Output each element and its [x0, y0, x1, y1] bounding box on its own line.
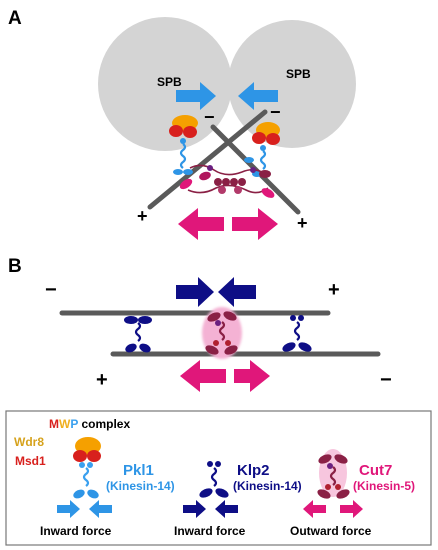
- microtubule-left: [147, 109, 268, 210]
- panel-b-label: B: [8, 256, 22, 277]
- cut7-motor-b: [202, 307, 242, 359]
- pkl1-inward-arrow-right: [238, 82, 278, 110]
- wdr8-label: Wdr8: [14, 435, 44, 449]
- spb-left-circle: [98, 17, 232, 151]
- klp2-force-label: Inward force: [174, 524, 246, 538]
- klp2-inward-arrow-left: [176, 277, 214, 307]
- mt-minus-right: −: [270, 102, 281, 122]
- legend-pkl1-icon: [73, 437, 101, 499]
- msd1-label: Msd1: [15, 454, 46, 468]
- cut7-force-label: Outward force: [290, 524, 372, 538]
- mt-b-plus-top-right: +: [328, 279, 340, 301]
- mt-plus-right: +: [297, 213, 308, 233]
- cut7-outward-arrow-a-right: [232, 208, 278, 240]
- mwp-complex-title: MWP complex: [49, 417, 130, 431]
- mt-minus-left: −: [204, 107, 215, 127]
- cut7-name: Cut7: [359, 462, 392, 479]
- legend-klp2-icon: [199, 461, 229, 498]
- mt-b-minus-top-left: −: [45, 279, 57, 301]
- klp2-family: (Kinesin-14): [233, 479, 302, 493]
- pkl1-name: Pkl1: [123, 462, 154, 479]
- legend-klp2-arrow-right: [183, 500, 206, 518]
- mwp-pkl1-left: [169, 115, 198, 175]
- pkl1-force-label: Inward force: [40, 524, 112, 538]
- klp2-motor-right: [282, 315, 312, 352]
- cut7-outward-arrow-a-left: [178, 208, 224, 240]
- pkl1-family: (Kinesin-14): [106, 479, 175, 493]
- cut7-family: (Kinesin-5): [353, 479, 415, 493]
- legend-pkl1-arrow-right: [57, 500, 80, 518]
- cut7-outward-arrow-b-left: [180, 360, 226, 392]
- mwp-pkl1-right: [244, 122, 280, 177]
- mt-plus-left: +: [137, 206, 148, 226]
- cut7-crosslinker-a: [179, 164, 275, 198]
- mt-b-plus-bottom-left: +: [96, 369, 108, 391]
- legend-box: MWP complex Wdr8 Msd1 Pkl1 (Kinesin-14) …: [5, 410, 432, 546]
- legend-cut7-arrow-right: [340, 500, 363, 518]
- klp2-name: Klp2: [237, 462, 270, 479]
- legend-cut7-icon: [317, 449, 350, 499]
- legend-pkl1-arrow-left: [89, 500, 112, 518]
- panel-a: A SPB SPB − − + +: [8, 8, 356, 240]
- klp2-motor-left: [124, 316, 152, 353]
- pkl1-inward-arrow-left: [176, 82, 216, 110]
- panel-a-label: A: [8, 8, 22, 29]
- cut7-outward-arrow-b-right: [234, 360, 270, 392]
- mt-b-minus-bottom-right: −: [380, 369, 392, 391]
- spb-left-label: SPB: [157, 75, 182, 89]
- legend-klp2-arrow-left: [215, 500, 238, 518]
- legend-cut7-arrow-left: [303, 500, 326, 518]
- spb-right-label: SPB: [286, 67, 311, 81]
- klp2-inward-arrow-right: [218, 277, 256, 307]
- panel-b: B − + + −: [8, 256, 392, 392]
